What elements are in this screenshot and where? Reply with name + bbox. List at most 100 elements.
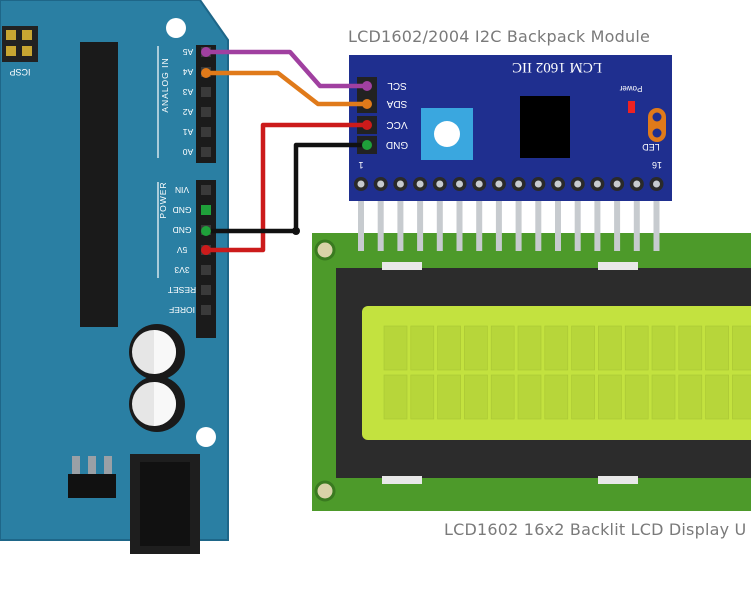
backpack-solder-pad-center [416, 180, 424, 188]
backpack-solder-pad-center [515, 180, 523, 188]
lcd-header-pin [594, 185, 601, 251]
microcontroller-chip [80, 42, 118, 327]
i2c-chip [520, 96, 570, 158]
lcd-header-pin [476, 185, 483, 251]
power-pin-label: IOREF [169, 305, 195, 315]
analog-pin-label: A3 [183, 87, 194, 97]
lcd-header-pin [614, 185, 621, 251]
backpack-solder-pad-center [377, 180, 385, 188]
backpack-solder-pad-center [357, 180, 365, 188]
lcd-header-pin [397, 185, 404, 251]
power-label: Power [619, 84, 642, 93]
mounting-hole [196, 427, 216, 447]
chip-label: LCM 1602 IIC [512, 59, 602, 75]
power-pin-label: GND [173, 205, 192, 215]
backpack-pin-label: SDA [386, 98, 407, 109]
lcd-char-cell [544, 325, 569, 371]
lcd-display-board [312, 233, 751, 511]
power-led [628, 101, 635, 113]
lcd-char-cell [437, 374, 461, 420]
led-jumper [648, 108, 666, 142]
mounting-hole [314, 480, 336, 502]
lcd-char-cell [624, 374, 649, 420]
lcd-header-pin [574, 185, 581, 251]
wire-gnd-gnd [206, 142, 367, 234]
lcd-char-cell [651, 325, 676, 371]
lcd-header-pin [555, 185, 561, 251]
pin-1-label: 1 [358, 160, 363, 170]
lcd-char-cell [598, 325, 622, 371]
analog-header-label: ANALOG IN [160, 57, 170, 112]
lcd-char-cell [464, 325, 488, 371]
capacitor [129, 324, 185, 380]
header-pin [201, 185, 211, 195]
backpack-solder-pad-center [475, 180, 483, 188]
header-pin [201, 107, 211, 117]
lcd-char-cell [598, 374, 622, 420]
lcd-char-cell [410, 325, 435, 371]
power-header-label: POWER [158, 181, 168, 218]
mounting-hole [314, 239, 336, 261]
lcd-char-cell [732, 325, 751, 371]
header-pin [201, 305, 211, 315]
lcd-char-cell [544, 374, 569, 420]
analog-pin-label: A0 [183, 147, 194, 157]
lcd-char-cell [464, 374, 488, 420]
power-pin-label: 3V3 [174, 265, 189, 275]
pin-16-label: 16 [652, 160, 662, 170]
power-pin-label: GND [173, 225, 192, 235]
lcd-header-pin [417, 185, 424, 251]
backpack-solder-pad-center [593, 180, 601, 188]
mounting-hole [166, 18, 186, 38]
capacitor [129, 376, 185, 432]
analog-pin-label: A1 [183, 127, 194, 137]
power-pin-label: VIN [175, 185, 189, 195]
icsp-header: ICSP [2, 26, 38, 77]
power-pin-label: RESET [168, 285, 196, 295]
backpack-solder-pad-center [436, 180, 444, 188]
lcd-char-cell [517, 325, 542, 371]
voltage-regulator [68, 456, 116, 498]
wire-a4-sda [206, 70, 367, 107]
lcd-header-pin [653, 185, 660, 251]
lcd-char-cell [705, 325, 729, 371]
lcd-header-pin [436, 185, 443, 251]
backpack-solder-pad-center [495, 180, 503, 188]
lcd-header-pin [456, 185, 463, 251]
power-jack [130, 454, 200, 554]
backpack-solder-pad-center [653, 180, 660, 188]
icsp-label: ICSP [9, 67, 30, 77]
contrast-potentiometer [421, 108, 473, 160]
wire-a5-scl [206, 49, 367, 89]
lcd-header-pin [535, 185, 542, 251]
backpack-pin-label: GND [386, 139, 408, 150]
backpack-pin-label: VCC [386, 119, 407, 130]
lcd-char-cell [732, 374, 751, 420]
analog-pin-label: A5 [183, 47, 194, 57]
lcd-header-pin [358, 185, 364, 251]
lcd-char-cell [490, 374, 515, 420]
lcd-char-cell [517, 374, 542, 420]
lcd-char-cell [571, 325, 595, 371]
lcd-char-cell [410, 374, 435, 420]
lcd-char-cell [437, 325, 461, 371]
backpack-solder-pad-center [554, 180, 562, 188]
header-pin [201, 205, 211, 215]
analog-pin-label: A2 [183, 107, 194, 117]
backpack-solder-pad-center [534, 180, 542, 188]
lcd-char-cell [383, 374, 408, 420]
wire-5v-vcc [206, 122, 367, 253]
lcd-header-pin [515, 185, 522, 251]
lcd-char-cell [383, 325, 408, 371]
lcd-caption: LCD1602 16x2 Backlit LCD Display U [444, 520, 747, 539]
backpack-solder-pad-center [633, 180, 641, 188]
lcd-char-cell [651, 374, 676, 420]
header-pin [201, 265, 211, 275]
backpack-solder-pad-center [396, 180, 404, 188]
header-pin [201, 87, 211, 97]
lcd-char-cell [678, 374, 703, 420]
